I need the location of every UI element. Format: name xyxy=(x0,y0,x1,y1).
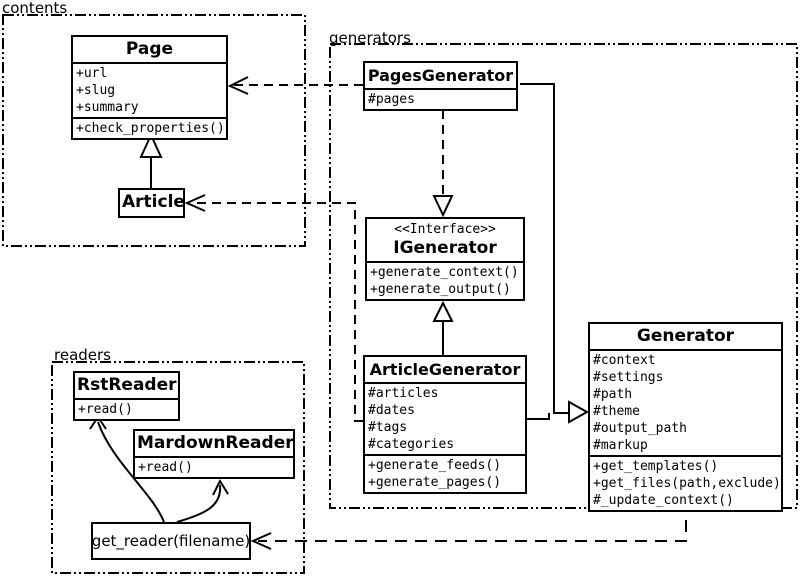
class-articlegenerator-title: ArticleGenerator xyxy=(365,357,525,384)
class-igenerator-title: <<Interface>> IGenerator xyxy=(367,219,523,263)
class-mardownreader: MardownReader +read() xyxy=(133,429,295,479)
edge-articlegenerator-article xyxy=(192,202,363,422)
class-page-methods: +check_properties() xyxy=(73,119,226,138)
class-generator-title: Generator xyxy=(590,324,781,351)
class-articlegenerator: ArticleGenerator #articles #dates #tags … xyxy=(363,355,527,494)
arrow-open-article xyxy=(184,194,206,212)
class-page-title: Page xyxy=(73,37,226,64)
arrow-open-mardownreader xyxy=(212,478,229,496)
package-generators-border xyxy=(329,43,798,509)
method: +generate_context() xyxy=(370,265,519,280)
class-page-attributes: +url +slug +summary xyxy=(73,64,226,119)
arrow-triangle-igenerator-bottom xyxy=(432,300,454,322)
arrow-open-page xyxy=(227,76,249,95)
attribute: #articles xyxy=(368,386,439,401)
edge-articlegenerator-generator xyxy=(527,413,550,420)
class-articlegenerator-methods: +generate_feeds() +generate_pages() xyxy=(365,456,525,492)
class-igenerator-methods: +generate_context() +generate_output() xyxy=(367,263,523,299)
method: +get_templates() xyxy=(593,459,719,474)
attribute: #tags xyxy=(368,420,408,435)
get-reader-label: get_reader(filename) xyxy=(91,532,251,550)
method: +get_files(path,exclude) xyxy=(593,476,781,491)
attribute: #output_path xyxy=(593,421,687,436)
attribute: #context xyxy=(593,353,656,368)
method: +generate_feeds() xyxy=(368,458,502,473)
attribute: #dates xyxy=(368,403,415,418)
arrow-triangle-article-page xyxy=(139,132,163,158)
arrow-triangle-generator xyxy=(568,400,590,424)
class-igenerator: <<Interface>> IGenerator +generate_conte… xyxy=(365,217,525,301)
class-generator-methods: +get_templates() +get_files(path,exclude… xyxy=(590,457,781,510)
class-generator: Generator #context #settings #path #them… xyxy=(588,322,783,512)
class-igenerator-stereotype: <<Interface>> xyxy=(394,222,496,237)
attribute: #categories xyxy=(368,437,455,452)
method: +generate_output() xyxy=(370,282,511,297)
edge-pagesgenerator-generator xyxy=(520,83,568,414)
class-article-title: Article xyxy=(122,192,183,212)
attribute: +summary xyxy=(76,100,139,115)
attribute: #markup xyxy=(593,438,648,453)
class-articlegenerator-attributes: #articles #dates #tags #categories xyxy=(365,384,525,456)
get-reader-box: get_reader(filename) xyxy=(91,522,251,560)
package-generators-label: generators xyxy=(329,29,411,47)
method: +generate_pages() xyxy=(368,475,502,490)
edge-getreader-rstreader xyxy=(97,421,165,523)
class-mardownreader-title: MardownReader xyxy=(135,431,293,458)
class-article: Article xyxy=(118,188,185,218)
attribute: +url xyxy=(76,66,108,81)
arrow-triangle-igenerator-top xyxy=(432,195,454,218)
class-rstreader-title: RstReader xyxy=(75,373,178,400)
attribute: #pages xyxy=(368,92,415,107)
class-pagesgenerator: PagesGenerator #pages xyxy=(363,61,518,111)
class-page: Page +url +slug +summary +check_properti… xyxy=(71,35,228,140)
class-pagesgenerator-attributes: #pages xyxy=(365,90,516,109)
class-rstreader: RstReader +read() xyxy=(73,371,180,421)
class-generator-attributes: #context #settings #path #theme #output_… xyxy=(590,351,781,457)
class-rstreader-methods: +read() xyxy=(75,400,178,419)
package-readers-label: readers xyxy=(54,346,111,364)
class-igenerator-name: IGenerator xyxy=(393,238,497,258)
package-contents-label: contents xyxy=(2,0,68,17)
attribute: #theme xyxy=(593,404,640,419)
method: +check_properties() xyxy=(76,121,225,136)
arrow-open-getreader xyxy=(250,532,272,550)
package-readers-border xyxy=(51,361,305,574)
edge-generator-getreader xyxy=(258,500,687,542)
method: #_update_context() xyxy=(593,493,734,508)
attribute: #path xyxy=(593,387,633,402)
method: +read() xyxy=(138,460,193,475)
class-pagesgenerator-title: PagesGenerator xyxy=(365,63,516,90)
method: +read() xyxy=(78,402,133,417)
attribute: +slug xyxy=(76,83,116,98)
package-contents-border xyxy=(2,14,306,247)
attribute: #settings xyxy=(593,370,664,385)
edge-getreader-mardownreader xyxy=(176,484,222,523)
class-mardownreader-methods: +read() xyxy=(135,458,293,477)
